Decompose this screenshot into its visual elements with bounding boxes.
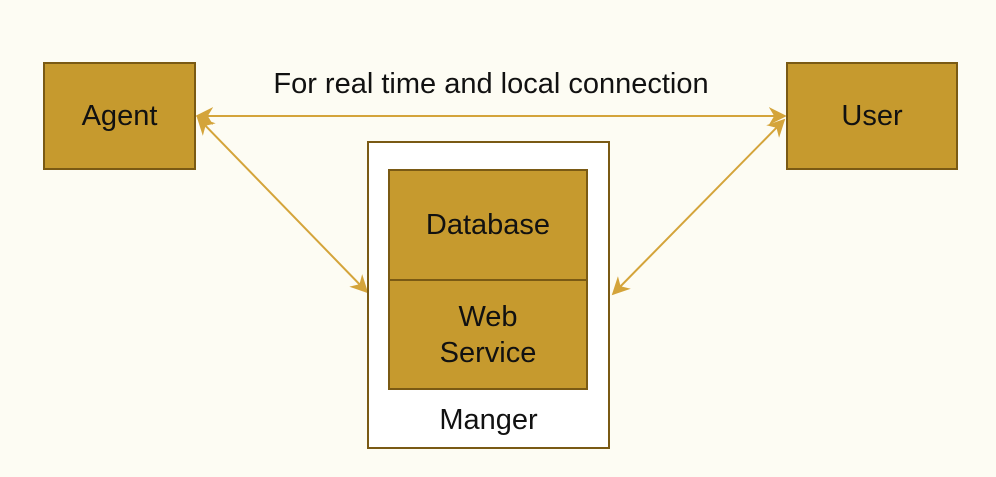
database-node: Database [388, 169, 588, 281]
edge-user-manager [611, 118, 786, 296]
manager-label: Manger [439, 404, 538, 436]
web-service-label-line-2: Service [439, 336, 537, 369]
web-service-label-line-1: Web [458, 300, 518, 333]
web-service-node: Web Service [388, 279, 588, 390]
edge-agent-manager [196, 116, 369, 294]
user-node: User [786, 62, 958, 170]
agent-node: Agent [43, 62, 196, 170]
edge-label-agent-user: For real time and local connection [273, 68, 709, 100]
